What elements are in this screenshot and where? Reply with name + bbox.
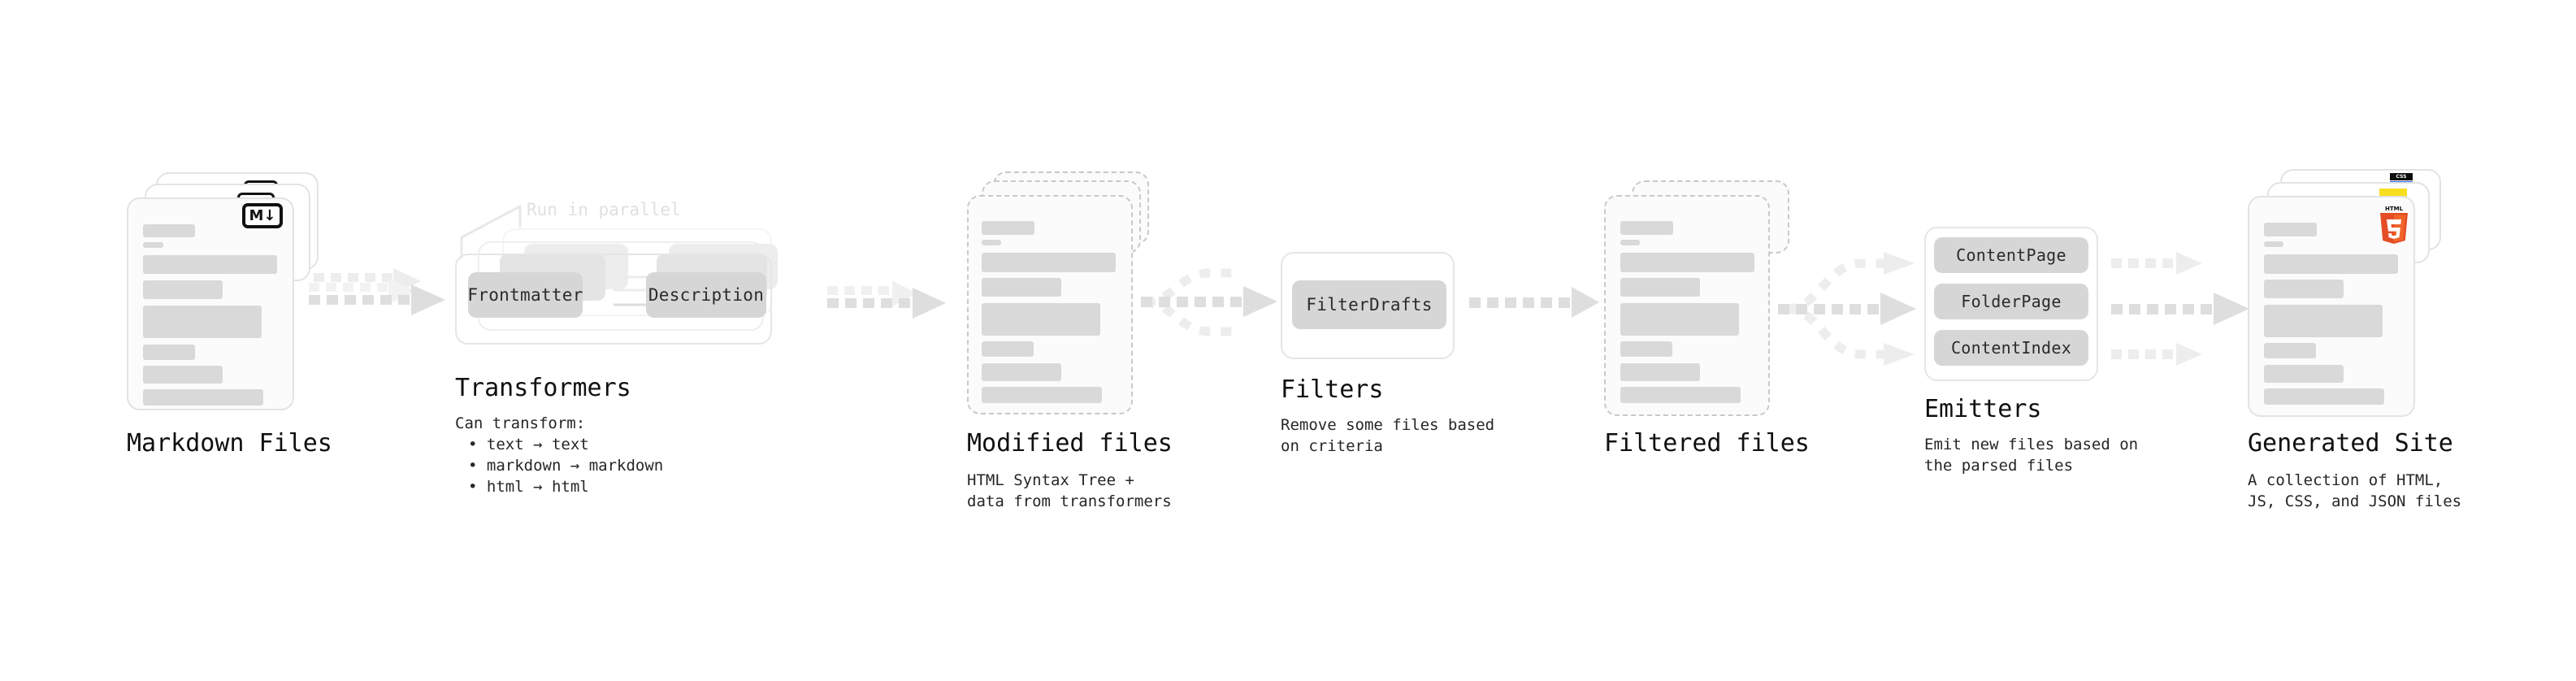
generated-site-title: Generated Site <box>2248 429 2453 458</box>
arrow-emitters-to-site <box>2111 252 2249 366</box>
emitters-pill-contentindex[interactable]: ContentIndex <box>1934 330 2088 366</box>
skeleton-line <box>143 280 223 299</box>
skeleton-line <box>982 278 1061 297</box>
transformer-group-front <box>455 254 772 345</box>
markdown-files-title: Markdown Files <box>127 429 332 458</box>
skeleton-line <box>143 366 223 384</box>
arrow-transformers-to-modified <box>827 280 946 319</box>
generated-site-desc: A collection of HTML, JS, CSS, and JSON … <box>2248 471 2462 510</box>
markdown-icon: M↓ <box>242 203 283 228</box>
arrow-modified-to-filters <box>1141 268 1277 336</box>
emitters-pill-contentpage[interactable]: ContentPage <box>1934 237 2088 273</box>
emitters-group <box>1924 227 2098 381</box>
transformer-pill-frontmatter[interactable]: Frontmatter <box>467 272 583 318</box>
arrow-filtered-to-emitters <box>1778 252 1916 366</box>
skeleton-line <box>2264 305 2383 337</box>
transformers-bullet: • markdown → markdown <box>468 457 664 475</box>
skeleton-line <box>1620 253 1754 272</box>
skeleton-line <box>1620 240 1640 245</box>
run-in-parallel-label: Run in parallel <box>527 200 681 219</box>
skeleton-line <box>982 240 1001 245</box>
emitters-pill-folderpage[interactable]: FolderPage <box>1934 284 2088 319</box>
transformer-pill-description[interactable]: Description <box>646 272 766 318</box>
filtered-files-title: Filtered files <box>1604 429 1810 458</box>
arrow-filters-to-filtered <box>1469 287 1599 318</box>
svg-text:HTML: HTML <box>2385 206 2404 212</box>
skeleton-line <box>143 389 263 406</box>
skeleton-line <box>982 363 1061 381</box>
skeleton-line <box>982 387 1102 403</box>
css3-icon-label: CSS <box>2390 173 2413 180</box>
transformers-bullet: • html → html <box>468 478 589 496</box>
run-in-parallel-bracket <box>460 204 522 258</box>
skeleton-line <box>982 341 1034 357</box>
skeleton-line <box>2264 280 2344 298</box>
skeleton-line <box>2264 241 2283 247</box>
skeleton-line <box>1620 387 1741 403</box>
emitters-title: Emitters <box>1924 395 2042 423</box>
skeleton-line <box>1620 341 1672 357</box>
skeleton-line <box>982 303 1100 336</box>
modified-files-title: Modified files <box>967 429 1173 458</box>
skeleton-line <box>2264 343 2316 358</box>
filters-desc: Remove some files based on criteria <box>1281 416 1495 455</box>
skeleton-line <box>1620 363 1700 381</box>
skeleton-line <box>1620 221 1673 235</box>
skeleton-line <box>143 255 277 274</box>
transformers-title: Transformers <box>455 374 631 402</box>
filters-group <box>1281 252 1455 359</box>
skeleton-line <box>982 221 1034 235</box>
skeleton-line <box>1620 278 1700 297</box>
skeleton-line <box>2264 365 2344 383</box>
skeleton-line <box>143 224 195 237</box>
markdown-icon-letter: M↓ <box>249 207 276 224</box>
skeleton-line <box>143 242 163 248</box>
transformers-bullet: • text → text <box>468 436 589 453</box>
skeleton-line <box>2264 388 2384 405</box>
skeleton-line <box>2264 223 2317 236</box>
transformers-bullet-list: • text → text • markdown → markdown • ht… <box>468 434 663 497</box>
arrow-markdown-to-transformers <box>309 268 445 315</box>
skeleton-line <box>1620 303 1739 336</box>
skeleton-line <box>143 306 262 338</box>
filters-title: Filters <box>1281 375 1384 404</box>
transformers-desc: Can transform: <box>455 414 586 432</box>
filters-pill-filterdrafts[interactable]: FilterDrafts <box>1292 280 1446 329</box>
skeleton-line <box>2264 254 2398 274</box>
html5-icon: HTML <box>2380 206 2408 244</box>
modified-files-desc: HTML Syntax Tree + data from transformer… <box>967 471 1172 510</box>
skeleton-line <box>982 253 1116 272</box>
emitters-desc: Emit new files based on the parsed files <box>1924 436 2139 475</box>
skeleton-line <box>143 345 195 360</box>
